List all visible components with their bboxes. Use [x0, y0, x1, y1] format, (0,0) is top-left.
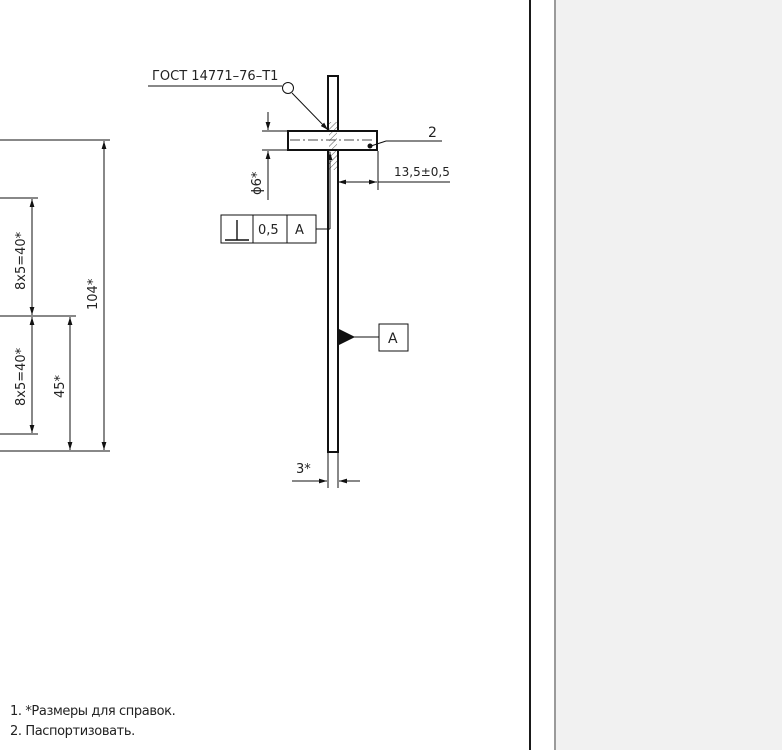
note-item: 1. *Размеры для справок.: [10, 704, 176, 719]
sheet-border: [529, 0, 531, 750]
technical-drawing: ГОСТ 14771–76–Т1 2 13,5±0,5 ϕ6* 0,5 A A …: [0, 69, 450, 488]
callout-leader: [291, 92, 329, 131]
left-upper-dimension-text: 8х5=40*: [14, 231, 29, 290]
left-lower-dimension-text: 8х5=40*: [14, 347, 29, 406]
item-number-label: 2: [428, 125, 437, 141]
item-number-leader: [370, 140, 442, 147]
crossbar: [287, 130, 378, 151]
gost-callout-text: ГОСТ 14771–76–Т1: [152, 69, 278, 84]
item-leader-dot: [367, 143, 373, 149]
note-item: 2. Паспортизовать.: [10, 724, 135, 739]
offset-dimension: [338, 151, 450, 190]
viewer-gap: [531, 0, 555, 750]
weld-hatch-top: [329, 122, 337, 130]
width-dimension-text: 3*: [296, 462, 311, 477]
weld-hatch-bottom: [329, 150, 337, 170]
total-height-text: 104*: [86, 278, 101, 310]
technical-notes: 1. *Размеры для справок. 2. Паспортизова…: [10, 702, 176, 742]
datum-triangle: [337, 328, 356, 346]
width-dimension: [292, 453, 360, 488]
diameter-dimension: [262, 112, 288, 200]
rod: [327, 75, 339, 453]
weld-callout: [148, 82, 329, 131]
rod-outline: [327, 75, 339, 453]
drawing-sheet: [0, 0, 530, 750]
tolerance-value-text: 0,5: [258, 223, 279, 238]
viewer-divider: [554, 0, 556, 750]
tolerance-datum-text: A: [295, 223, 304, 238]
offset-dimension-text: 13,5±0,5: [394, 165, 450, 179]
diameter-dimension-text: ϕ6*: [250, 171, 265, 195]
datum-label-text: A: [388, 331, 398, 347]
datum-box: [378, 323, 409, 352]
tolerance-frame: [220, 152, 333, 244]
item-leader-line: [370, 140, 387, 147]
crossbar-weld-hatch: [329, 132, 337, 149]
left-45-dimension-text: 45*: [53, 374, 68, 398]
left-view: [0, 139, 110, 452]
weld-all-around-circle: [282, 82, 294, 94]
viewer-background: [556, 0, 782, 750]
datum-symbol: [337, 323, 409, 352]
